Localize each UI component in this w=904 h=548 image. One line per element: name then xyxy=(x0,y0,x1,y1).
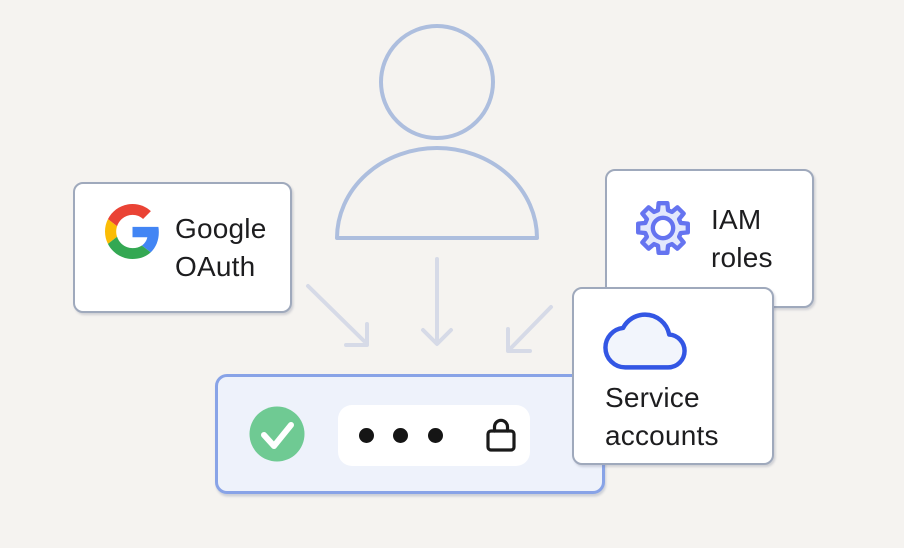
checkmark xyxy=(261,422,294,449)
google-g-red xyxy=(107,204,151,227)
password-dot xyxy=(428,428,443,443)
user-icon xyxy=(335,24,539,240)
password-dot xyxy=(393,428,408,443)
google-g-icon xyxy=(105,204,160,259)
gear-hole xyxy=(650,215,676,241)
password-dot xyxy=(359,428,374,443)
cloud-icon xyxy=(603,311,687,371)
google-g-blue xyxy=(132,226,159,253)
service-accounts-card: Service accounts xyxy=(572,287,774,465)
iam-roles-label-line1: IAM xyxy=(711,203,762,235)
google-oauth-label: Google OAuth xyxy=(175,210,267,286)
user-icon-strokes xyxy=(335,24,539,240)
gear-icon xyxy=(632,197,694,259)
converging-arrows xyxy=(306,257,553,353)
lock-body xyxy=(486,429,516,452)
cloud-shape xyxy=(603,312,687,370)
arrow-right-icon xyxy=(506,305,553,353)
google-oauth-label-line2: OAuth xyxy=(175,250,256,282)
lock-shackle xyxy=(492,418,510,433)
arrow-strokes xyxy=(306,257,553,353)
lock-strokes xyxy=(486,418,516,452)
arrow-middle-icon xyxy=(421,257,453,346)
google-g-green xyxy=(107,236,151,259)
google-g-yellow xyxy=(105,219,118,244)
arrow-left-icon xyxy=(306,284,369,347)
iam-roles-label-line2: roles xyxy=(711,241,773,273)
google-oauth-card: Google OAuth xyxy=(73,182,292,313)
password-field xyxy=(338,405,530,466)
check-circle-icon xyxy=(249,406,305,462)
service-accounts-label-line2: accounts xyxy=(605,420,719,451)
credential-panel xyxy=(215,374,605,494)
iam-roles-label: IAM roles xyxy=(711,201,773,277)
check-circle-bg xyxy=(249,406,305,462)
service-accounts-label-line1: Service xyxy=(605,382,700,413)
lock-icon xyxy=(486,417,516,452)
user-head xyxy=(379,24,495,140)
service-accounts-label: Service accounts xyxy=(605,379,772,455)
google-oauth-label-line1: Google xyxy=(175,212,267,244)
user-body xyxy=(335,146,539,240)
iam-roles-card: IAM roles xyxy=(605,169,814,308)
